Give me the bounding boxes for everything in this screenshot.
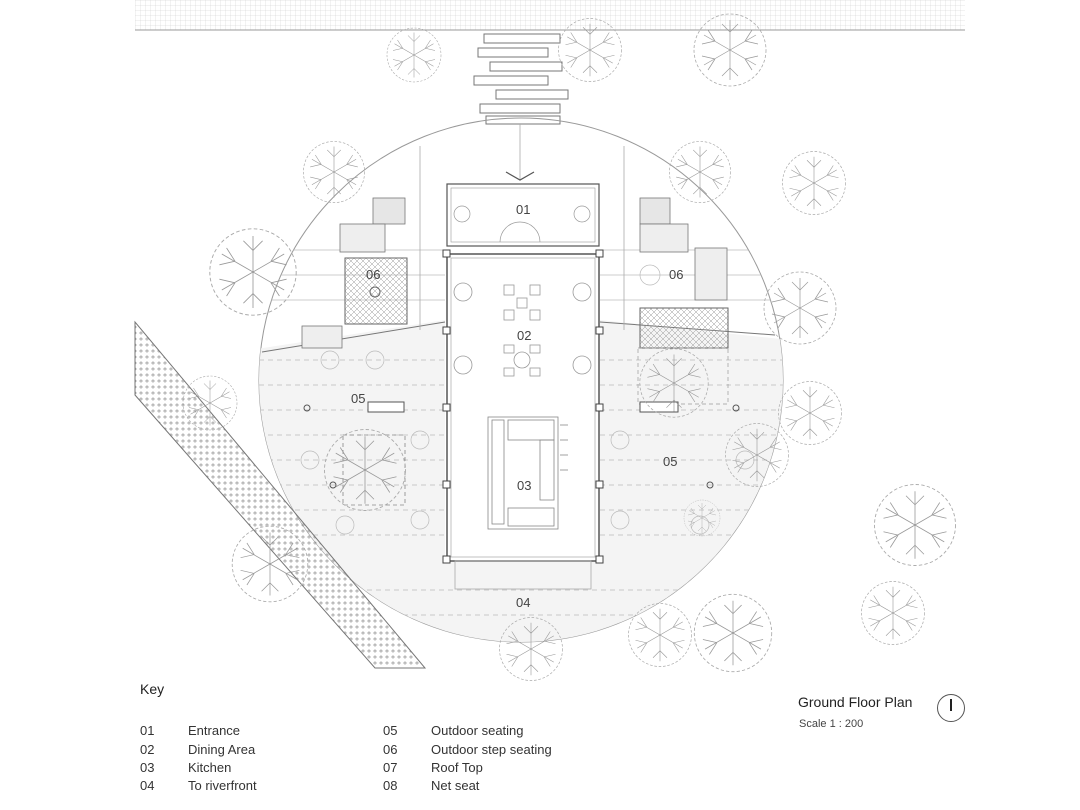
zone-label-05-left: 05	[351, 391, 366, 406]
north-arrow-needle	[950, 699, 952, 711]
stepping-stones	[473, 33, 569, 125]
key-label: Outdoor step seating	[431, 742, 552, 757]
key-code: 05	[383, 723, 398, 738]
key-code: 02	[140, 742, 155, 757]
zone-label-03: 03	[517, 478, 532, 493]
key-label: Net seat	[431, 778, 480, 793]
dining-furniture	[453, 282, 592, 377]
main-building	[446, 253, 600, 562]
key-label: Kitchen	[188, 760, 232, 775]
north-arrow-icon	[937, 694, 965, 722]
key-code: 03	[140, 760, 155, 775]
key-code: 06	[383, 742, 398, 757]
key-label: Dining Area	[188, 742, 256, 757]
kitchen-fitout	[487, 416, 568, 530]
key-label: To riverfront	[188, 778, 257, 793]
key-label: Roof Top	[431, 760, 483, 775]
zone-label-04: 04	[516, 595, 531, 610]
key-label: Entrance	[188, 723, 241, 738]
zone-label-05-right: 05	[663, 454, 678, 469]
plan-scale: Scale 1 : 200	[799, 718, 864, 730]
entrance-room	[446, 183, 600, 247]
key-title: Key	[140, 681, 165, 697]
key-label: Outdoor seating	[431, 723, 524, 738]
step-seating-left	[344, 257, 408, 325]
step-seating-right	[639, 307, 729, 349]
plan-title: Ground Floor Plan	[798, 694, 913, 710]
key-code: 04	[140, 778, 155, 793]
zone-label-06-left: 06	[366, 267, 381, 282]
key-code: 08	[383, 778, 398, 793]
riverside-walkway	[134, 320, 427, 669]
zone-label-06-right: 06	[669, 267, 684, 282]
key-code: 07	[383, 760, 398, 775]
zone-label-02: 02	[517, 328, 532, 343]
zone-label-01: 01	[516, 202, 531, 217]
street-band	[135, 0, 965, 30]
key-code: 01	[140, 723, 155, 738]
